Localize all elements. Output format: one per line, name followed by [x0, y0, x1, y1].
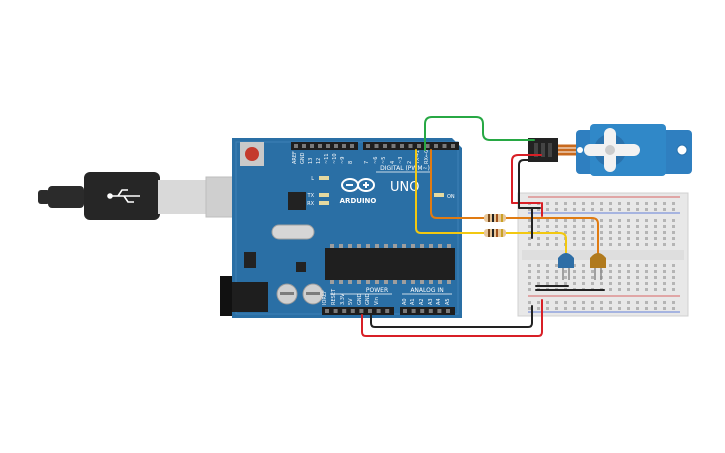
usb-symbol-icon: [107, 189, 140, 203]
arduino-logo-icon: [341, 178, 375, 192]
analog-pin-label-3: A3: [428, 298, 434, 305]
on-label: ON: [447, 194, 455, 200]
wires: [361, 116, 605, 337]
reset-button[interactable]: [240, 142, 264, 166]
power-pin-label-1: RESET: [331, 288, 337, 305]
power-pin-label-6: Vin: [374, 297, 380, 305]
atmega-chip: [325, 248, 455, 280]
digital-pin-label-9: ~6: [373, 157, 379, 164]
power-pin-label-2: 3.3V: [340, 293, 346, 305]
analog-pin-label-1: A1: [410, 298, 416, 305]
digital-pin-label-10: ~5: [381, 157, 387, 164]
power-pin-label-3: 5V: [348, 298, 354, 305]
digital-header-label: DIGITAL (PWM~): [380, 165, 430, 172]
power-header: [322, 307, 394, 315]
capacitors: [276, 283, 324, 305]
analog-pin-label-2: A2: [419, 298, 425, 305]
digital-pin-label-2: 13: [308, 158, 314, 164]
arduino-brand: ARDUINO: [340, 197, 377, 205]
regulator: [244, 252, 256, 268]
usb-chip: [288, 192, 306, 210]
digital-pin-label-14: TX→1: [415, 150, 421, 165]
digital-pin-label-3: 12: [316, 158, 322, 164]
power-pin-label-5: GND: [365, 293, 371, 305]
led-blue[interactable]: [558, 253, 574, 280]
led-l-label: L: [311, 176, 314, 182]
digital-pin-label-1: GND: [300, 152, 306, 164]
wire-orange-pin: [430, 149, 485, 219]
board-leds: L TX RX ON: [307, 176, 455, 207]
digital-pin-label-12: ~3: [398, 157, 404, 164]
servo-motor[interactable]: [528, 124, 692, 176]
led-rx-label: RX: [307, 201, 314, 207]
analog-pin-label-5: A5: [445, 298, 451, 305]
digital-header-left: [291, 142, 358, 150]
mini-breadboard[interactable]: [517, 192, 689, 317]
wire-yellow-led: [504, 232, 567, 257]
power-pin-label-0: IOREF: [322, 290, 328, 305]
wire-red-servo: [511, 154, 542, 204]
led-tx-label: TX: [307, 193, 315, 199]
usb-cable[interactable]: [38, 172, 267, 220]
digital-pin-label-6: ~9: [340, 157, 346, 164]
wire-green: [424, 116, 535, 151]
wire-black-gnd: [370, 305, 533, 328]
digital-pin-label-15: RX←0: [424, 150, 430, 164]
digital-pin-label-13: 2: [407, 161, 413, 164]
wire-orange-led: [504, 217, 599, 257]
servo-horn-icon: [584, 128, 640, 172]
wire-red-5v: [361, 299, 543, 337]
analog-pin-label-0: A0: [402, 298, 408, 305]
analog-pin-label-4: A4: [436, 298, 442, 305]
power-pin-label-4: GND: [357, 293, 363, 305]
crystal-oscillator: [271, 224, 315, 240]
uno-model: UNO: [390, 180, 419, 195]
digital-pin-label-4: ~11: [324, 153, 330, 164]
analog-header: [400, 307, 455, 315]
digital-pin-label-0: AREF: [292, 151, 298, 164]
digital-pin-label-5: ~10: [332, 153, 338, 164]
wire-black-servo: [518, 159, 549, 209]
wire-yellow-pin: [415, 149, 485, 234]
power-header-label: POWER: [366, 287, 388, 294]
digital-pin-label-11: 4: [390, 161, 396, 164]
resistor-2[interactable]: [484, 229, 506, 237]
digital-pin-label-8: 7: [364, 161, 370, 164]
analog-header-label: ANALOG IN: [410, 287, 443, 294]
digital-pin-label-7: 8: [348, 161, 354, 164]
resistor-1[interactable]: [484, 214, 506, 222]
led-orange[interactable]: [590, 253, 606, 280]
